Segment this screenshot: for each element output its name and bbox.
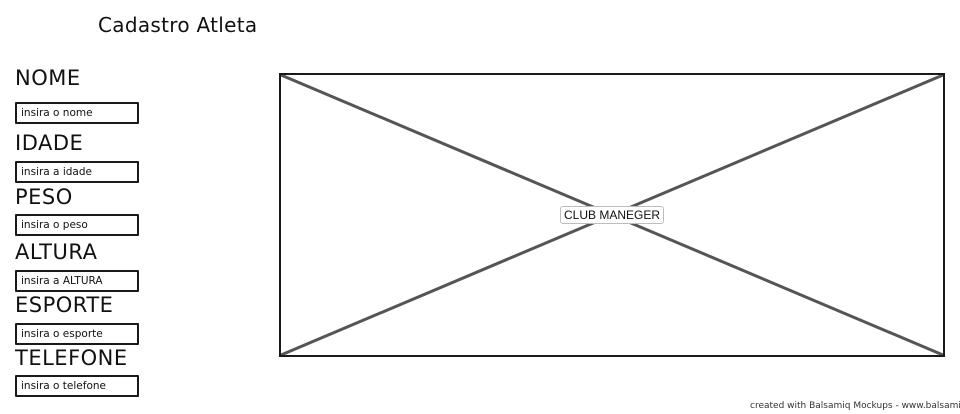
weight-input[interactable] bbox=[15, 214, 139, 236]
image-placeholder: CLUB MANEGER bbox=[279, 73, 945, 357]
height-input[interactable] bbox=[15, 270, 139, 292]
phone-input[interactable] bbox=[15, 375, 139, 397]
sport-label: ESPORTE bbox=[15, 293, 114, 317]
height-label: ALTURA bbox=[15, 240, 98, 264]
sport-input[interactable] bbox=[15, 323, 139, 345]
page-title: Cadastro Atleta bbox=[98, 13, 258, 37]
name-label: NOME bbox=[15, 66, 81, 90]
phone-label: TELEFONE bbox=[15, 346, 128, 370]
age-label: IDADE bbox=[15, 131, 84, 155]
age-input[interactable] bbox=[15, 161, 139, 183]
name-input[interactable] bbox=[15, 102, 139, 124]
image-caption: CLUB MANEGER bbox=[559, 206, 665, 224]
footer-credit: created with Balsamiq Mockups - www.bals… bbox=[750, 401, 960, 411]
weight-label: PESO bbox=[15, 185, 73, 209]
